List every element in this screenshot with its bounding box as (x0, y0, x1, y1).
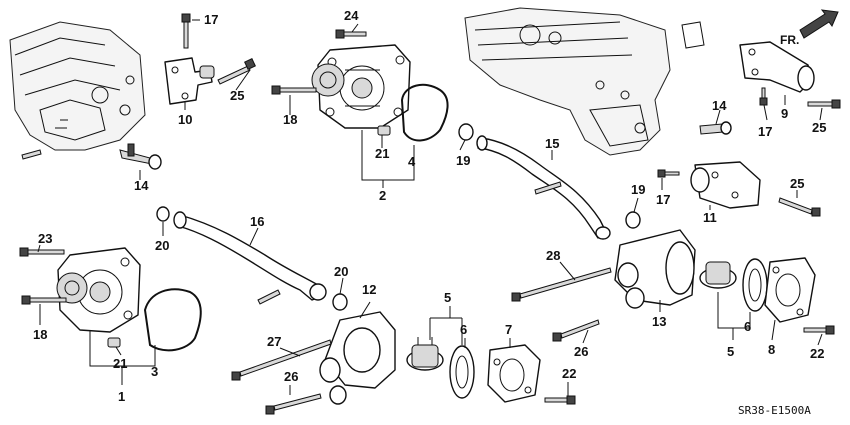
callout-17: 17 (656, 192, 670, 207)
callout-20: 20 (334, 264, 348, 279)
callout-26: 26 (574, 344, 588, 359)
callout-25: 25 (790, 176, 804, 191)
callout-1: 1 (118, 389, 125, 404)
part-15-water-pipe (476, 135, 611, 240)
part-6-gasket-center (449, 345, 475, 399)
part-1-water-pump-lower (56, 247, 141, 333)
engine-head-right (464, 7, 671, 156)
part-14-connecting-pipe-left (119, 143, 162, 170)
part-19-o-ring-a (458, 123, 474, 141)
callout-20: 20 (155, 238, 169, 253)
callout-7: 7 (505, 322, 512, 337)
callout-25: 25 (812, 120, 826, 135)
callout-18: 18 (283, 112, 297, 127)
callout-22: 22 (810, 346, 824, 361)
front-direction-label: FR. (780, 33, 799, 47)
part-14-connecting-pipe-right (699, 121, 732, 135)
part-10-water-outlet (164, 57, 215, 105)
callout-2: 2 (379, 188, 386, 203)
callout-27: 27 (267, 334, 281, 349)
engine-block-left (9, 21, 146, 151)
part-8-thermostat-cover (764, 257, 816, 323)
part-9-water-inlet (739, 41, 815, 93)
callout-3: 3 (151, 364, 158, 379)
part-27-bolt (231, 339, 332, 381)
diagram-code: SR38-E1500A (738, 404, 811, 417)
part-3-o-ring (143, 288, 202, 352)
callout-9: 9 (781, 106, 788, 121)
callout-12: 12 (362, 282, 376, 297)
callout-22: 22 (562, 366, 576, 381)
part-18-bolt-lower (21, 295, 67, 305)
callout-17: 17 (204, 12, 218, 27)
callout-6: 6 (460, 322, 467, 337)
callout-8: 8 (768, 342, 775, 357)
callout-19: 19 (456, 153, 470, 168)
callout-6: 6 (744, 319, 751, 334)
part-7-thermostat-cover (487, 344, 541, 403)
callout-5: 5 (727, 344, 734, 359)
part-4-o-ring (400, 83, 449, 142)
part-22-bolt-center (544, 395, 576, 405)
callout-15: 15 (545, 136, 559, 151)
part-17-bolt-lower (657, 169, 680, 178)
callout-10: 10 (178, 112, 192, 127)
callout-11: 11 (703, 210, 717, 225)
gasket-top-right (681, 21, 705, 49)
part-25-bolt-right (807, 99, 841, 109)
callout-19: 19 (631, 182, 645, 197)
callout-26: 26 (284, 369, 298, 384)
callout-25: 25 (230, 88, 244, 103)
callout-4: 4 (408, 154, 416, 169)
part-5-thermostat-right (699, 261, 737, 289)
callout-24: 24 (344, 8, 359, 23)
part-25-bolt-left (217, 58, 256, 85)
part-6-gasket-right (742, 258, 768, 312)
callout-14: 14 (712, 98, 727, 113)
part-11-thermostat-housing (690, 161, 761, 209)
part-17-bolt-top (181, 13, 191, 49)
part-12-thermostat-housing (319, 311, 396, 405)
part-16-water-pipe (173, 211, 327, 305)
callout-18: 18 (33, 327, 47, 342)
part-20-o-ring-b (332, 293, 348, 311)
part-25-bolt-lower (778, 197, 821, 217)
part-23-bolt (19, 247, 65, 257)
part-17-bolt-right (759, 87, 768, 106)
part-26-bolt-right (552, 319, 600, 342)
part-20-o-ring-a (156, 206, 170, 222)
part-5-thermostat-center (406, 337, 444, 371)
part-13-thermostat-housing (614, 229, 696, 309)
callout-13: 13 (652, 314, 666, 329)
part-28-bolt (511, 267, 612, 302)
callout-16: 16 (250, 214, 264, 229)
part-21-dowel-lower (107, 337, 121, 348)
part-19-o-ring-b (625, 211, 641, 229)
part-18-bolt-top (271, 85, 317, 95)
part-22-bolt-right (803, 325, 835, 335)
front-direction-indicator: FR. (780, 9, 839, 47)
callout-21: 21 (375, 146, 389, 161)
part-26-bolt-lower (265, 393, 322, 415)
callout-21: 21 (113, 356, 127, 371)
callout-5: 5 (444, 290, 451, 305)
callout-14: 14 (134, 178, 149, 193)
callout-23: 23 (38, 231, 52, 246)
callouts: 17 24 25 10 14 18 21 2 4 19 15 19 14 9 1… (33, 8, 826, 404)
part-24-bolt (335, 29, 367, 39)
part-2-water-pump-top (311, 44, 411, 129)
part-21-dowel-top (377, 125, 391, 136)
leader-lines (37, 19, 823, 396)
callout-28: 28 (546, 248, 560, 263)
callout-17: 17 (758, 124, 772, 139)
